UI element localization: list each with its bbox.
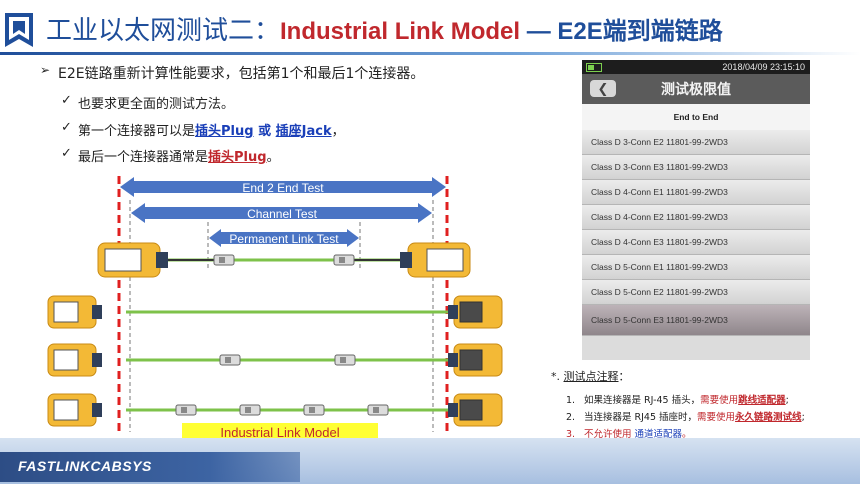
screen-header: 测试极限值 ❮: [582, 74, 810, 104]
connector-icon: [213, 254, 235, 266]
limit-item[interactable]: Class D 5-Conn E1 11801-99-2WD3: [582, 255, 810, 280]
e2e-label: End 2 End Test: [242, 181, 324, 195]
check-icon: ✓: [61, 120, 72, 135]
note-2: 2. 当连接器是 RJ45 插座时，需要使用永久链路测试线;: [566, 409, 805, 423]
channel-label: Channel Test: [247, 207, 317, 221]
tester-main-unit-icon: [47, 343, 103, 377]
note-3-num: 3.: [566, 429, 576, 440]
limit-item[interactable]: Class D 4-Conn E1 11801-99-2WD3: [582, 180, 810, 205]
note-2-num: 2.: [566, 412, 576, 423]
tester-main-unit-icon: [47, 295, 103, 329]
note-1-emph: 跳线适配器: [738, 395, 786, 406]
screen-title: 测试极限值: [661, 81, 731, 97]
footer-brand: FASTLINKCABSYS: [18, 458, 152, 474]
note-2-red: 需要使用: [697, 412, 736, 423]
check-icon: ✓: [61, 93, 72, 108]
note-1: 1. 如果连接器是 RJ-45 插头，需要使用跳线适配器;: [566, 392, 789, 406]
bullet-sub-2-suffix: ，: [331, 124, 345, 139]
note-1-num: 1.: [566, 395, 576, 406]
bullet-main-text: E2E链路重新计算性能要求，包括第1个和最后1个连接器。: [58, 66, 425, 82]
bullet-sub-3-suffix: 。: [266, 150, 280, 165]
plug-link-red[interactable]: 插头Plug: [208, 150, 267, 165]
tester-main-unit-icon: [47, 393, 103, 427]
link-row-4: [47, 393, 503, 427]
tester-remote-unit-icon: [447, 393, 503, 427]
note-1-end: ;: [785, 395, 789, 406]
e2e-arrow: End 2 End Test: [120, 177, 446, 197]
page-title: 工业以太网测试二：Industrial Link Model — E2E端到端链…: [46, 10, 723, 52]
title-tail: E2E端到端链路: [557, 18, 723, 45]
title-separator: —: [520, 18, 558, 45]
note-3-link: 通道适配器: [634, 429, 683, 440]
bullet-sub-3: ✓ 最后一个连接器通常是插头Plug。: [61, 146, 280, 165]
limit-item-selected[interactable]: Class D 5-Conn E3 11801-99-2WD3: [582, 305, 810, 336]
jack-link[interactable]: 插座Jack: [275, 124, 332, 139]
note-2-text: 当连接器是 RJ45 插座时，: [584, 412, 698, 423]
permanent-arrow: Permanent Link Test: [209, 229, 359, 247]
note-3-text: 不允许使用: [584, 429, 635, 440]
permanent-label: Permanent Link Test: [229, 232, 339, 246]
limit-item[interactable]: Class D 4-Conn E3 11801-99-2WD3: [582, 230, 810, 255]
note-1-red: 需要使用: [700, 395, 739, 406]
notes-title-suffix: ：: [618, 370, 630, 383]
limit-item[interactable]: Class D 3-Conn E3 11801-99-2WD3: [582, 155, 810, 180]
notes-title-prefix: *.: [551, 370, 564, 383]
limit-group-header[interactable]: End to End: [582, 104, 810, 131]
title-cn: 工业以太网测试二：: [46, 16, 281, 46]
link-model-diagram: End 2 End Test Channel Test Permanent Li…: [47, 176, 503, 442]
note-2-emph: 永久链路测试线: [735, 412, 802, 423]
link-row-3: [47, 343, 503, 377]
bullet-sub-3-prefix: 最后一个连接器通常是: [78, 150, 209, 165]
bullet-sub-2-prefix: 第一个连接器可以是: [78, 124, 196, 139]
notes-title: *. 测试点注释：: [551, 368, 630, 384]
model-label: Industrial Link Model: [220, 425, 339, 440]
link-row-1: [97, 242, 471, 278]
title-underline: [0, 52, 860, 55]
arrow-bullet-icon: ➢: [40, 63, 51, 77]
bullet-sub-1: ✓ 也要求更全面的测试方法。: [61, 93, 235, 112]
status-bar: 2018/04/09 23:15:10: [582, 60, 810, 74]
tester-remote-unit-icon: [447, 295, 503, 329]
footer-bar: [0, 452, 300, 482]
note-2-end: ;: [801, 412, 805, 423]
tester-screen: 2018/04/09 23:15:10 测试极限值 ❮ End to End C…: [582, 60, 810, 360]
bullet-main: ➢ E2E链路重新计算性能要求，包括第1个和最后1个连接器。: [40, 63, 425, 83]
back-button[interactable]: ❮: [590, 80, 616, 97]
battery-icon: [586, 63, 602, 72]
bullet-sub-2: ✓ 第一个连接器可以是插头Plug 或 插座Jack，: [61, 120, 345, 139]
limit-item[interactable]: Class D 4-Conn E2 11801-99-2WD3: [582, 205, 810, 230]
title-bookmark-icon: [5, 13, 33, 47]
connector-icon: [367, 404, 389, 416]
clock: 2018/04/09 23:15:10: [722, 62, 805, 72]
back-arrow-icon: ❮: [597, 81, 609, 96]
limit-item[interactable]: Class D 3-Conn E2 11801-99-2WD3: [582, 130, 810, 155]
connector-icon: [239, 404, 261, 416]
plug-link[interactable]: 插头Plug: [195, 124, 254, 139]
note-1-text: 如果连接器是 RJ-45 插头，: [584, 395, 701, 406]
limit-item[interactable]: Class D 5-Conn E2 11801-99-2WD3: [582, 280, 810, 305]
bullet-sub-1-text: 也要求更全面的测试方法。: [78, 97, 235, 112]
connector-icon: [303, 404, 325, 416]
tester-main-unit-icon: [97, 242, 169, 278]
connector-icon: [334, 354, 356, 366]
note-3: 3. 不允许使用 通道适配器。: [566, 426, 692, 440]
connector-icon: [175, 404, 197, 416]
connector-icon: [333, 254, 355, 266]
or-text: 或: [253, 124, 276, 139]
title-en: Industrial Link Model: [280, 18, 521, 45]
check-icon: ✓: [61, 146, 72, 161]
tester-remote-unit-icon: [447, 343, 503, 377]
note-3-end: 。: [682, 429, 692, 440]
channel-arrow: Channel Test: [131, 203, 432, 223]
tester-remote-unit-icon: [399, 242, 471, 278]
connector-icon: [219, 354, 241, 366]
model-label-box: [182, 423, 378, 442]
link-row-2: [47, 295, 503, 329]
notes-title-text: 测试点注释: [563, 370, 619, 383]
